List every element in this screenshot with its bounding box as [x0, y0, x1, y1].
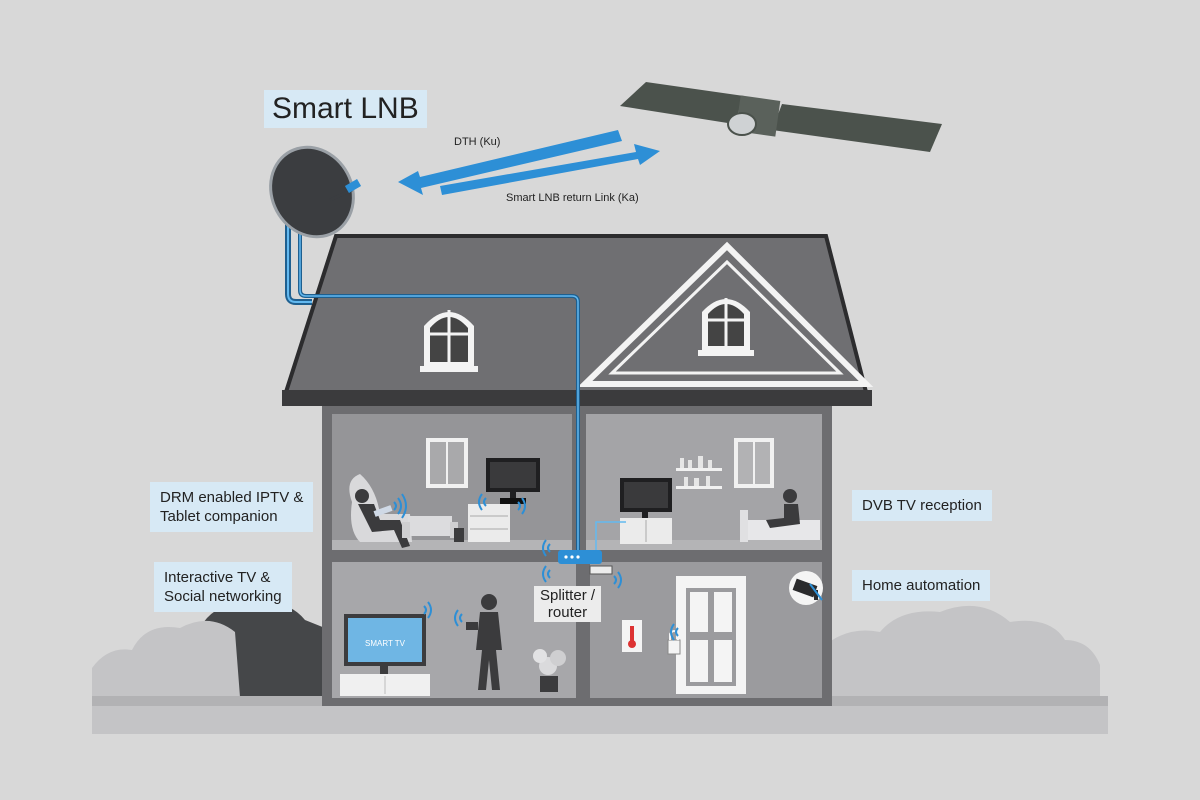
camera-icon	[789, 571, 823, 605]
bedroom-window	[734, 438, 774, 488]
uplink-label: Smart LNB return Link (Ka)	[506, 192, 639, 204]
bin	[454, 528, 464, 542]
callout-iptv: DRM enabled IPTV & Tablet companion	[150, 482, 314, 532]
bedroom-tv-cable	[595, 521, 626, 552]
callout-interactive-line-2: Social networking	[164, 588, 282, 605]
router-label-line-1: Splitter /	[540, 587, 596, 604]
downlink-arrow	[398, 130, 622, 195]
floor-bedroom	[586, 540, 822, 550]
callout-automation-line-1: Home automation	[862, 577, 981, 594]
uplink-arrow	[440, 144, 660, 195]
bookshelf	[676, 456, 722, 489]
callout-interactive-line-1: Interactive TV &	[164, 569, 271, 586]
attic-window-right	[698, 298, 754, 356]
tv-cabinet	[468, 504, 510, 542]
living-room-tv	[486, 458, 540, 504]
smart-tv	[344, 614, 426, 674]
callout-dvb: DVB TV reception	[852, 490, 992, 521]
wifi-icon	[393, 493, 823, 641]
living-room-window	[426, 438, 468, 488]
downlink-label: DTH (Ku)	[454, 136, 501, 148]
splitter-router	[558, 550, 613, 575]
person-reading	[355, 489, 410, 548]
thermostat-icon	[622, 620, 642, 652]
person-standing	[466, 594, 502, 690]
router-label: Splitter / router	[534, 586, 602, 622]
front-door	[676, 576, 746, 694]
smart-tv-text: SMART TV	[365, 639, 406, 648]
callout-interactive: Interactive TV & Social networking	[154, 562, 292, 612]
background-bushes	[92, 603, 1100, 697]
callout-automation: Home automation	[852, 570, 991, 601]
callout-iptv-line-2: Tablet companion	[160, 508, 278, 525]
router-label-line-2: router	[547, 604, 588, 621]
bedroom-tv	[620, 478, 672, 518]
callout-iptv-line-1: DRM enabled IPTV &	[160, 489, 304, 506]
attic-window-left	[420, 310, 478, 372]
dish-icon	[269, 145, 362, 305]
sofa	[402, 516, 458, 538]
callout-dvb-line-1: DVB TV reception	[862, 497, 982, 514]
plant	[533, 649, 566, 692]
floor-living	[332, 540, 572, 550]
smart-lnb-title: Smart LNB	[264, 90, 427, 128]
person-sitting	[766, 489, 800, 528]
bed	[740, 510, 820, 542]
satellite-icon	[620, 82, 942, 152]
